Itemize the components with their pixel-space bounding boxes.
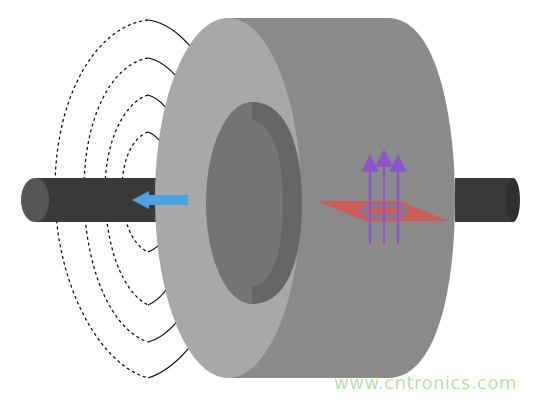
conductor-right (455, 178, 520, 222)
conductor-body-right (455, 178, 513, 222)
core-hole-shadow (252, 102, 302, 304)
left-arrow-icon (132, 191, 188, 209)
toroid-core (155, 18, 455, 378)
core-inner-hole (206, 102, 298, 304)
watermark-text: www.cntronics.com (334, 373, 517, 394)
field-line-outer-dashed (54, 19, 149, 379)
current-arrow (132, 191, 188, 209)
flux-arrows (361, 149, 407, 244)
conductor-right-cap (506, 178, 520, 222)
conductor-end-cap (21, 178, 49, 222)
sensor-plane (316, 201, 449, 221)
